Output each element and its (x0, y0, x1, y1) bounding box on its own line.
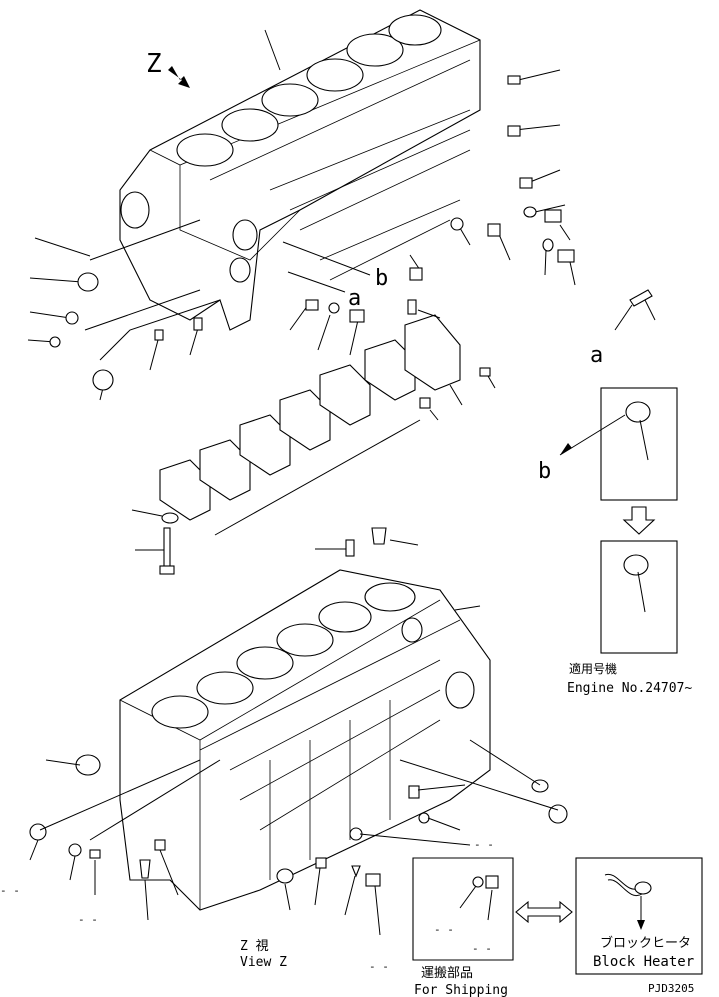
detail-b-new-box (600, 540, 678, 654)
lower-cylinder-block (119, 569, 491, 911)
view-letter: Z (146, 49, 162, 79)
detail-arrow-down (622, 506, 656, 535)
double-arrow (515, 900, 573, 924)
heater-en: Block Heater (593, 954, 694, 970)
block-heater-box (575, 857, 703, 975)
upper-small-parts (49, 75, 575, 391)
dash-label-5: - - (472, 942, 492, 955)
dash-label-2: - - (0, 884, 20, 897)
sensor-a: a (590, 289, 656, 368)
shipping-box (412, 857, 514, 961)
lower-small-parts (29, 527, 568, 887)
ref-b-upper: b (375, 266, 388, 291)
ref-b-callout: b (538, 459, 551, 484)
applicable-en: Engine No.24707~ (567, 681, 692, 696)
shipping-jp: 運搬部品 (421, 966, 473, 981)
heater-jp: ブロックヒータ (600, 935, 691, 951)
view-z-en: View Z (240, 955, 287, 970)
main-bearing-caps (159, 299, 491, 536)
view-z-jp: Z 視 (240, 939, 269, 954)
detail-b-box: b (538, 387, 678, 501)
dash-label-3: - - (78, 913, 98, 926)
dash-label-1: - - (474, 838, 494, 851)
ref-a-callout: a (590, 343, 603, 368)
lower-leaders (29, 539, 559, 936)
ref-a-upper: a (348, 286, 361, 311)
upper-cylinder-block (119, 9, 481, 331)
cap-bolts (131, 309, 496, 575)
shipping-en: For Shipping (414, 983, 508, 997)
drawing-code: PJD3205 (648, 982, 694, 995)
dash-label-4: - - (434, 923, 454, 936)
view-z-arrow: Z (146, 49, 190, 88)
applicable-jp: 適用号機 (569, 661, 617, 676)
dash-label-6: - - (369, 960, 389, 973)
